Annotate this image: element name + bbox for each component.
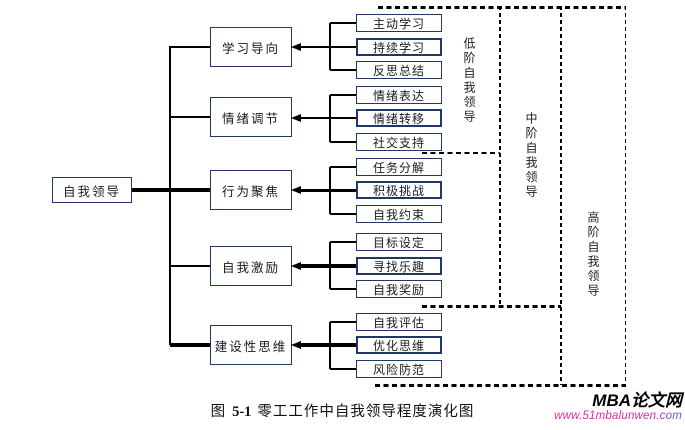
watermark-url-suffix: om [665,409,682,422]
item-box: 情绪转移 [356,109,442,127]
stub-line [330,141,356,143]
dashed-divider-mid-high [560,6,562,385]
arrowhead-left-icon [291,113,301,122]
trunk-line [132,188,210,192]
arrow-line [300,116,356,120]
item-box: 社交支持 [356,133,442,151]
watermark-url: www.51mbalunwen.com [554,410,682,422]
stub-line [330,213,356,215]
branch-line [170,46,210,48]
dashed-top-border [378,6,626,9]
category-box-learning-orientation: 学习导向 [210,27,292,67]
dashed-right-border [624,6,627,385]
item-box: 自我奖励 [356,280,442,298]
category-box-constructive-thinking: 建设性思维 [210,325,292,365]
stub-line [330,94,356,96]
stub-line [330,241,356,243]
caption-title: 零工工作中自我领导程度演化图 [257,404,475,420]
branch-line [170,265,210,267]
item-box: 寻找乐趣 [356,257,442,275]
dashed-divider-low-mid [499,6,501,306]
stub-line [330,321,356,323]
category-box-behavior-focus: 行为聚焦 [210,170,292,210]
dashed-bottom-high-level [375,384,626,387]
stub-line [330,69,356,71]
mid-level-label: 中阶自我领导 [524,112,538,200]
item-box: 积极挑战 [356,181,442,199]
item-box: 情绪表达 [356,86,442,104]
item-box: 优化思维 [356,336,442,354]
item-box: 自我约束 [356,205,442,223]
arrow-line [300,188,356,192]
bracket-line [329,322,331,369]
item-box: 目标设定 [356,233,442,251]
arrowhead-left-icon [291,261,301,270]
item-box: 反思总结 [356,61,442,79]
root-box-self-leadership: 自我领导 [52,177,132,203]
item-box: 主动学习 [356,14,442,32]
caption-figure-number: 5-1 [232,404,252,420]
dashed-bottom-low-level [422,151,500,154]
item-box: 自我评估 [356,313,442,331]
arrow-line [300,343,356,347]
category-box-self-motivation: 自我激励 [210,246,292,286]
figure-caption: 图 5-1 零工工作中自我领导程度演化图 [0,400,685,421]
arrowhead-left-icon [291,340,301,349]
dashed-bottom-mid-level [422,305,561,308]
branch-line [170,115,210,118]
high-level-label: 高阶自我领导 [586,211,600,299]
branch-line [170,343,210,347]
category-box-emotion-regulation: 情绪调节 [210,97,292,137]
arrowhead-left-icon [291,185,301,194]
stub-line [330,288,356,290]
stub-line [330,22,356,24]
low-level-label: 低阶自我领导 [462,37,476,125]
spine-line [169,46,171,345]
bracket-line [329,23,331,70]
stub-line [330,166,356,168]
arrowhead-left-icon [291,42,301,51]
stub-line [330,368,356,370]
caption-figure-label: 图 [210,404,227,420]
bracket-line [329,95,331,142]
bracket-line [329,242,331,289]
item-box: 任务分解 [356,158,442,176]
bracket-line [329,167,331,214]
arrow-line [300,264,356,268]
arrow-line [300,45,356,49]
watermark-site-name: MBA论文网 [592,391,682,410]
watermark-url-prefix: www.51mbalunwen.c [554,409,666,422]
item-box: 风险防范 [356,360,442,378]
watermark: MBA论文网 www.51mbalunwen.com [554,392,682,422]
item-box: 持续学习 [356,38,442,56]
